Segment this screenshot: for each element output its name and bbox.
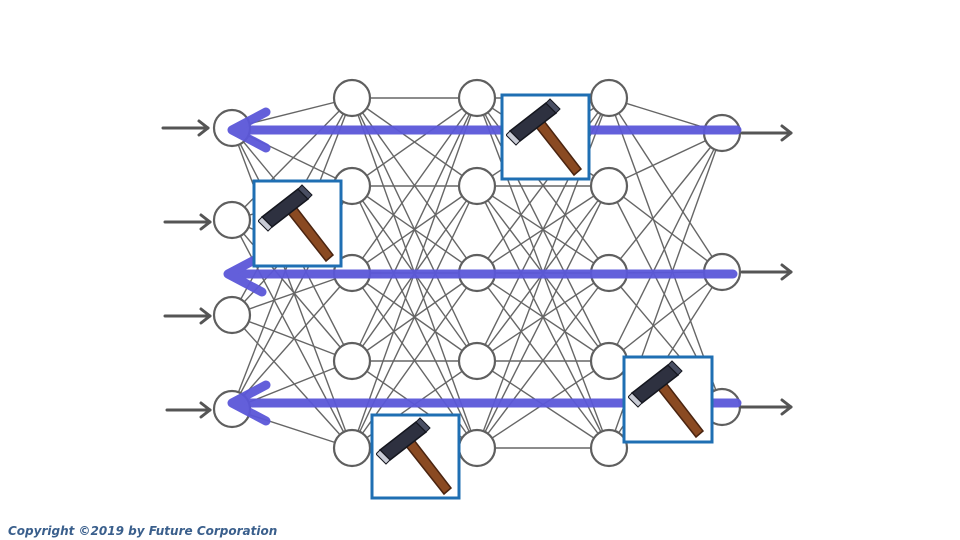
copyright-text: Copyright ©2019 by Future Corporation — [8, 524, 278, 538]
left-arrow-icon — [223, 251, 738, 297]
input-arrow-2 — [163, 213, 212, 231]
connection-line — [608, 185, 723, 273]
neuron-node-l3-n1 — [457, 78, 497, 118]
neuron-node-l4-n2 — [589, 166, 629, 206]
hammer-box-2 — [500, 93, 591, 181]
connection-line — [231, 219, 353, 362]
neuron-node-l2-n5 — [332, 428, 372, 468]
output-arrow-2 — [740, 263, 793, 281]
hammer-box-3 — [622, 355, 714, 444]
neuron-node-l4-n5 — [589, 428, 629, 468]
hammer-box-1 — [252, 179, 343, 268]
neuron-node-l1-n2 — [212, 200, 252, 240]
connection-line — [231, 272, 353, 316]
connection-line — [476, 272, 610, 449]
neuron-node-l4-n1 — [589, 78, 629, 118]
output-arrow-3 — [738, 398, 793, 416]
hammer-boxes — [252, 93, 714, 500]
neuron-node-l3-n2 — [457, 166, 497, 206]
input-arrow-3 — [163, 307, 212, 325]
input-arrow-1 — [161, 119, 210, 137]
connection-line — [231, 97, 353, 221]
connection-line — [231, 314, 353, 449]
connection-line — [231, 272, 353, 410]
connection-line — [608, 271, 723, 362]
neuron-node-l2-n4 — [332, 341, 372, 381]
connection-line — [608, 132, 723, 362]
neuron-node-l1-n3 — [212, 295, 252, 335]
io-arrows — [161, 119, 793, 419]
neuron-node-l3-n4 — [457, 341, 497, 381]
connection-line — [351, 97, 478, 362]
output-arrow-1 — [740, 124, 793, 142]
connection-line — [231, 314, 353, 362]
connection-line — [608, 132, 723, 274]
neuron-node-l2-n1 — [332, 78, 372, 118]
hammer-box-4 — [370, 413, 461, 500]
neuron-node-l3-n5 — [457, 428, 497, 468]
input-arrow-4 — [165, 401, 212, 419]
connection-line — [608, 132, 723, 187]
connection-line — [351, 97, 478, 187]
connection-line — [231, 127, 353, 449]
left-arrow-icon — [227, 107, 742, 153]
neuron-node-l4-n4 — [589, 341, 629, 381]
